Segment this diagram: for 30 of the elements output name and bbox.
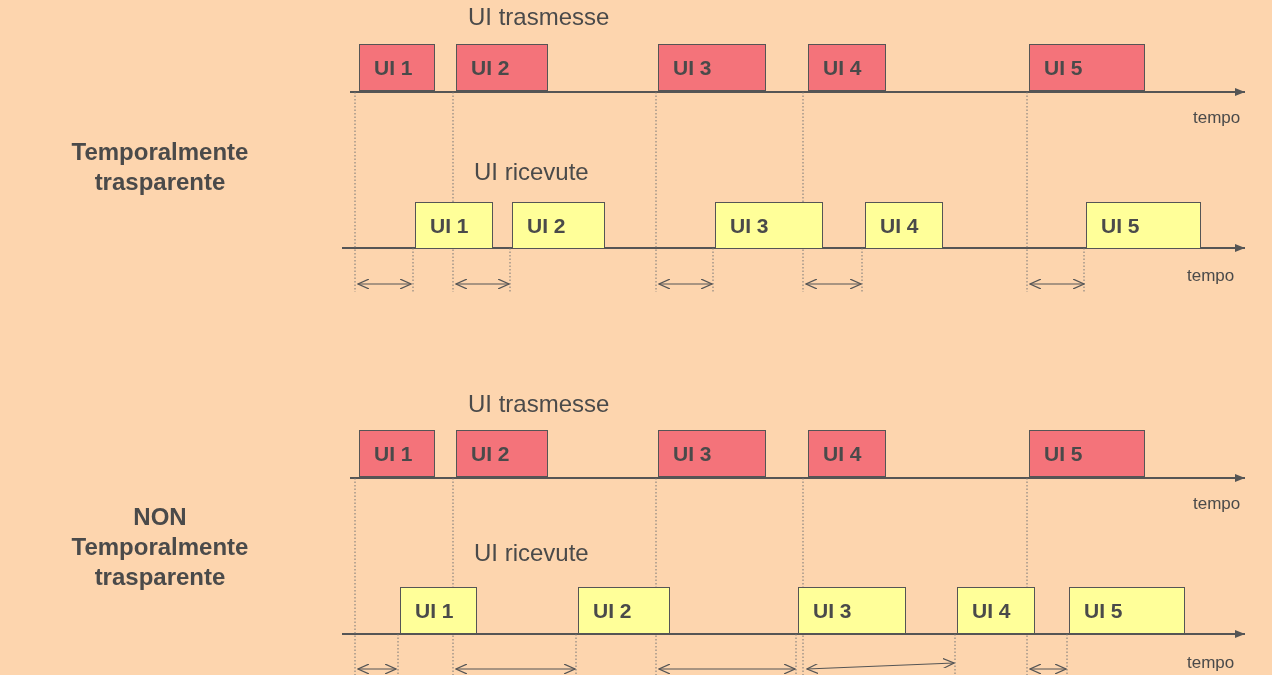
received-unit-box: UI 2 (578, 587, 670, 634)
received-unit-box: UI 5 (1086, 202, 1201, 249)
section-heading: Temporalmente trasparente (70, 137, 250, 197)
received-unit-box: UI 1 (400, 587, 477, 634)
axis-label: tempo (1187, 653, 1235, 673)
received-unit-box: UI 3 (715, 202, 823, 249)
row-title: UI trasmesse (468, 3, 610, 31)
transmitted-unit-box: UI 1 (359, 44, 435, 91)
transmitted-unit-box: UI 2 (456, 44, 548, 91)
transmitted-unit-box: UI 5 (1029, 44, 1145, 91)
axis-label: tempo (1187, 266, 1235, 286)
transmitted-unit-box: UI 3 (658, 44, 766, 91)
transmitted-unit-box: UI 4 (808, 430, 886, 477)
received-unit-box: UI 4 (865, 202, 943, 249)
transmitted-unit-box: UI 1 (359, 430, 435, 477)
axis-label: tempo (1193, 494, 1241, 514)
transmitted-unit-box: UI 5 (1029, 430, 1145, 477)
row-title: UI ricevute (474, 539, 589, 567)
received-unit-box: UI 5 (1069, 587, 1185, 634)
row-title: UI trasmesse (468, 390, 610, 418)
transmitted-unit-box: UI 2 (456, 430, 548, 477)
received-unit-box: UI 1 (415, 202, 493, 249)
transmitted-unit-box: UI 3 (658, 430, 766, 477)
axis-label: tempo (1193, 108, 1241, 128)
received-unit-box: UI 2 (512, 202, 605, 249)
received-unit-box: UI 3 (798, 587, 906, 634)
transmitted-unit-box: UI 4 (808, 44, 886, 91)
row-title: UI ricevute (474, 158, 589, 186)
section-heading: NON Temporalmente trasparente (70, 502, 250, 592)
received-unit-box: UI 4 (957, 587, 1035, 634)
